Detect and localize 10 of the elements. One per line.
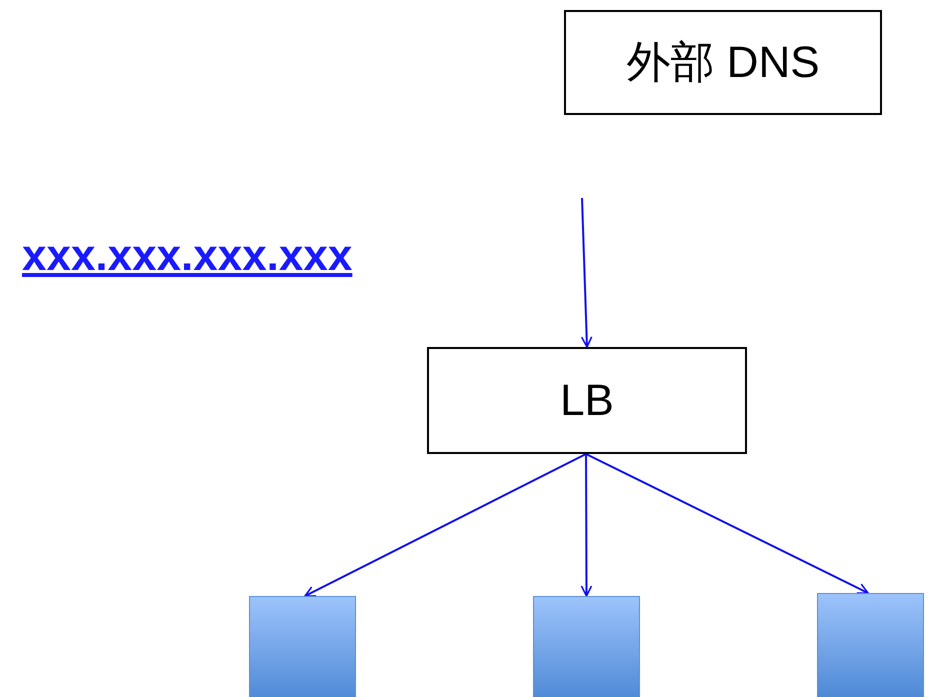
process-box: LB	[427, 347, 747, 454]
arrow	[586, 453, 869, 594]
server-box	[533, 596, 640, 697]
arrow	[580, 198, 592, 348]
process-box: 外部 DNS	[564, 10, 882, 115]
server-box	[817, 593, 924, 697]
server-box	[249, 596, 356, 697]
arrow	[580, 454, 592, 597]
arrow	[304, 453, 586, 597]
address-link: xxx.xxx.xxx.xxx	[22, 232, 352, 280]
